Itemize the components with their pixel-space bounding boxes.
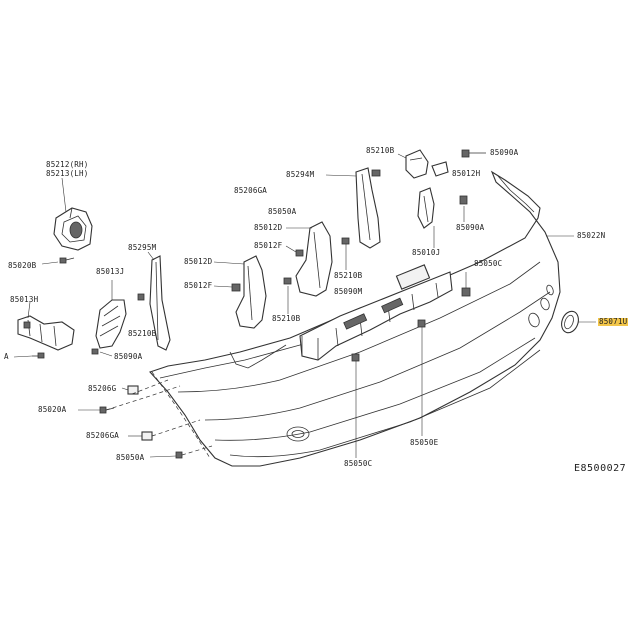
label-85012d-left: 85012D: [184, 257, 213, 266]
label-85210b-top: 85210B: [366, 146, 395, 155]
label-85012h: 85012H: [452, 169, 481, 178]
bracket-85012d-left: [213, 255, 292, 329]
label-a: A: [4, 352, 9, 361]
diagram-code: E8500027: [574, 463, 627, 474]
bracket-85210b-top: [397, 149, 429, 179]
label-85050a-lower: 85050A: [116, 453, 145, 462]
bracket-85295m: [137, 251, 171, 351]
label-85020a: 85020A: [38, 405, 67, 414]
screw-85020b: [41, 257, 75, 265]
label-85010j: 85010J: [412, 248, 441, 257]
clip-set-lower-left: [78, 379, 213, 459]
clip-85050c-lower: [351, 353, 360, 458]
cap-85071u: [561, 310, 596, 334]
label-85050e: 85050E: [410, 438, 439, 447]
label-85050c-right: 85050C: [474, 259, 503, 268]
label-85013h: 85013H: [10, 295, 39, 304]
bracket-85012d-centre: [285, 221, 350, 297]
bracket-85010j: [417, 187, 468, 248]
bracket-85013j: [91, 280, 127, 357]
label-85295m: 85295M: [128, 243, 157, 252]
clip-85012h: [431, 149, 486, 177]
label-85050a-upper: 85050A: [268, 207, 297, 216]
label-85210b-right: 85210B: [334, 271, 363, 280]
label-85012d-centre: 85012D: [254, 223, 283, 232]
label-85022n: 85022N: [577, 231, 606, 240]
label-85294m: 85294M: [286, 170, 315, 179]
clip-85050c-right: [461, 272, 471, 297]
label-85090m: 85090M: [334, 287, 363, 296]
label-85012f-left: 85012F: [184, 281, 213, 290]
bracket-85013h: [13, 301, 75, 359]
label-85213lh: 85213(LH): [46, 169, 89, 178]
label-85212rh: 85212(RH): [46, 160, 89, 169]
clip-85050e: [417, 319, 426, 436]
label-85071u: 85071U: [598, 317, 629, 326]
label-85206g: 85206G: [88, 384, 117, 393]
label-85210b-centre: 85210B: [272, 314, 301, 323]
label-85090a-top: 85090A: [490, 148, 519, 157]
label-85210b-left: 85210B: [128, 329, 157, 338]
label-85012f-centre: 85012F: [254, 241, 283, 250]
label-85206ga-upper: 85206GA: [234, 186, 268, 195]
energy-absorber: [299, 264, 453, 361]
bracket-85294m: [325, 167, 381, 249]
label-85090a-left: 85090A: [114, 352, 143, 361]
label-85013j: 85013J: [96, 267, 125, 276]
label-85206ga-lower: 85206GA: [86, 431, 120, 440]
lamp-assembly: [53, 177, 93, 251]
label-85050c-lower: 85050C: [344, 459, 373, 468]
label-85020b: 85020B: [8, 261, 37, 270]
label-85090a-right: 85090A: [456, 223, 485, 232]
